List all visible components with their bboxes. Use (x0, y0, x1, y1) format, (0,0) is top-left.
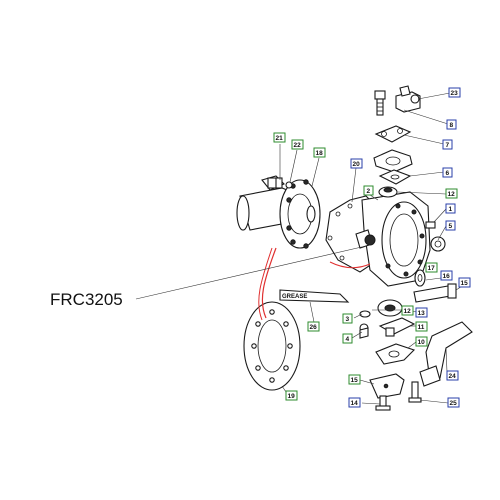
svg-text:8: 8 (450, 122, 454, 129)
reference-pointer-line (135, 245, 367, 300)
callout-23: 23 (448, 87, 461, 98)
svg-text:10: 10 (418, 339, 426, 346)
grease-label: GREASE (279, 289, 350, 303)
small-washer-3 (359, 310, 371, 318)
bolt-14 (375, 395, 391, 411)
hub-flange-assembly (236, 175, 321, 249)
callout-4: 4 (342, 333, 353, 344)
callout-10: 10 (415, 336, 428, 347)
svg-text:13: 13 (418, 310, 426, 317)
callout-19: 19 (285, 390, 298, 401)
upper-plate (374, 125, 412, 143)
callout-11: 11 (415, 321, 428, 332)
bracket-15b (369, 373, 405, 399)
callout-boxes: 23 8 7 6 21 22 18 20 2 12 1 5 17 16 15 1… (273, 87, 471, 408)
callout-8: 8 (446, 119, 457, 130)
svg-text:23: 23 (451, 90, 459, 97)
swivel-housing (325, 186, 431, 287)
svg-text:14: 14 (351, 400, 359, 407)
svg-text:20: 20 (353, 161, 361, 168)
callout-15-lower: 15 (348, 374, 361, 385)
highlight-lines (258, 247, 371, 321)
ball-joint-bracket (395, 85, 421, 113)
bolt-25 (408, 381, 422, 403)
small-bolt-21 (275, 177, 293, 189)
callout-21: 21 (273, 132, 286, 143)
svg-text:21: 21 (276, 135, 284, 142)
callout-13: 13 (415, 307, 428, 318)
side-stud (425, 221, 446, 252)
lower-plate-11 (378, 317, 416, 337)
callout-25: 25 (447, 397, 460, 408)
svg-text:2: 2 (367, 188, 371, 195)
gasket-plate (373, 149, 413, 173)
top-bolt (374, 90, 386, 116)
svg-text:1: 1 (449, 206, 453, 213)
leader-lines (279, 92, 465, 405)
callout-20: 20 (350, 158, 363, 169)
highlight-curve-housing (329, 261, 371, 269)
svg-text:24: 24 (449, 373, 457, 380)
callout-14: 14 (348, 397, 361, 408)
hex-bolt-15 (413, 283, 457, 303)
svg-text:15: 15 (351, 377, 359, 384)
callout-15-right: 15 (458, 277, 471, 288)
callout-12-lower: 12 (401, 305, 414, 316)
svg-text:4: 4 (346, 336, 350, 343)
svg-text:6: 6 (446, 170, 450, 177)
callout-16: 16 (440, 270, 453, 281)
reference-label: FRC3205 (50, 290, 123, 309)
highlight-curve-outer (261, 247, 277, 319)
callout-24: 24 (446, 370, 459, 381)
callout-7: 7 (442, 139, 453, 150)
callout-6: 6 (442, 167, 453, 178)
lower-gasket (378, 169, 412, 185)
washer-16 (414, 269, 426, 287)
svg-text:3: 3 (346, 316, 350, 323)
svg-text:16: 16 (443, 273, 451, 280)
callout-5: 5 (445, 220, 456, 231)
svg-text:17: 17 (428, 265, 436, 272)
svg-text:12: 12 (448, 191, 456, 198)
svg-text:12: 12 (404, 308, 412, 315)
svg-text:22: 22 (294, 142, 302, 149)
gasket-ring-19 (243, 301, 301, 391)
bearing-13 (377, 299, 403, 317)
callout-1: 1 (445, 203, 456, 214)
callout-17: 17 (425, 262, 438, 273)
svg-text:5: 5 (449, 223, 453, 230)
callout-22: 22 (291, 139, 304, 150)
callout-18: 18 (313, 147, 326, 158)
svg-text:18: 18 (316, 150, 324, 157)
callout-26: 26 (307, 321, 320, 332)
callout-12-upper: 12 (445, 188, 458, 199)
grease-label-text: GREASE (282, 294, 307, 300)
svg-text:19: 19 (288, 393, 296, 400)
callout-3: 3 (342, 313, 353, 324)
small-seal-4 (359, 323, 369, 339)
highlight-curve-mid (258, 247, 273, 321)
lower-plate-10 (375, 343, 416, 365)
steering-arm (419, 321, 473, 387)
svg-text:7: 7 (446, 142, 450, 149)
svg-text:15: 15 (461, 280, 469, 287)
svg-text:26: 26 (310, 324, 318, 331)
svg-text:11: 11 (418, 324, 425, 331)
callout-2: 2 (363, 185, 374, 196)
svg-text:25: 25 (450, 400, 458, 407)
